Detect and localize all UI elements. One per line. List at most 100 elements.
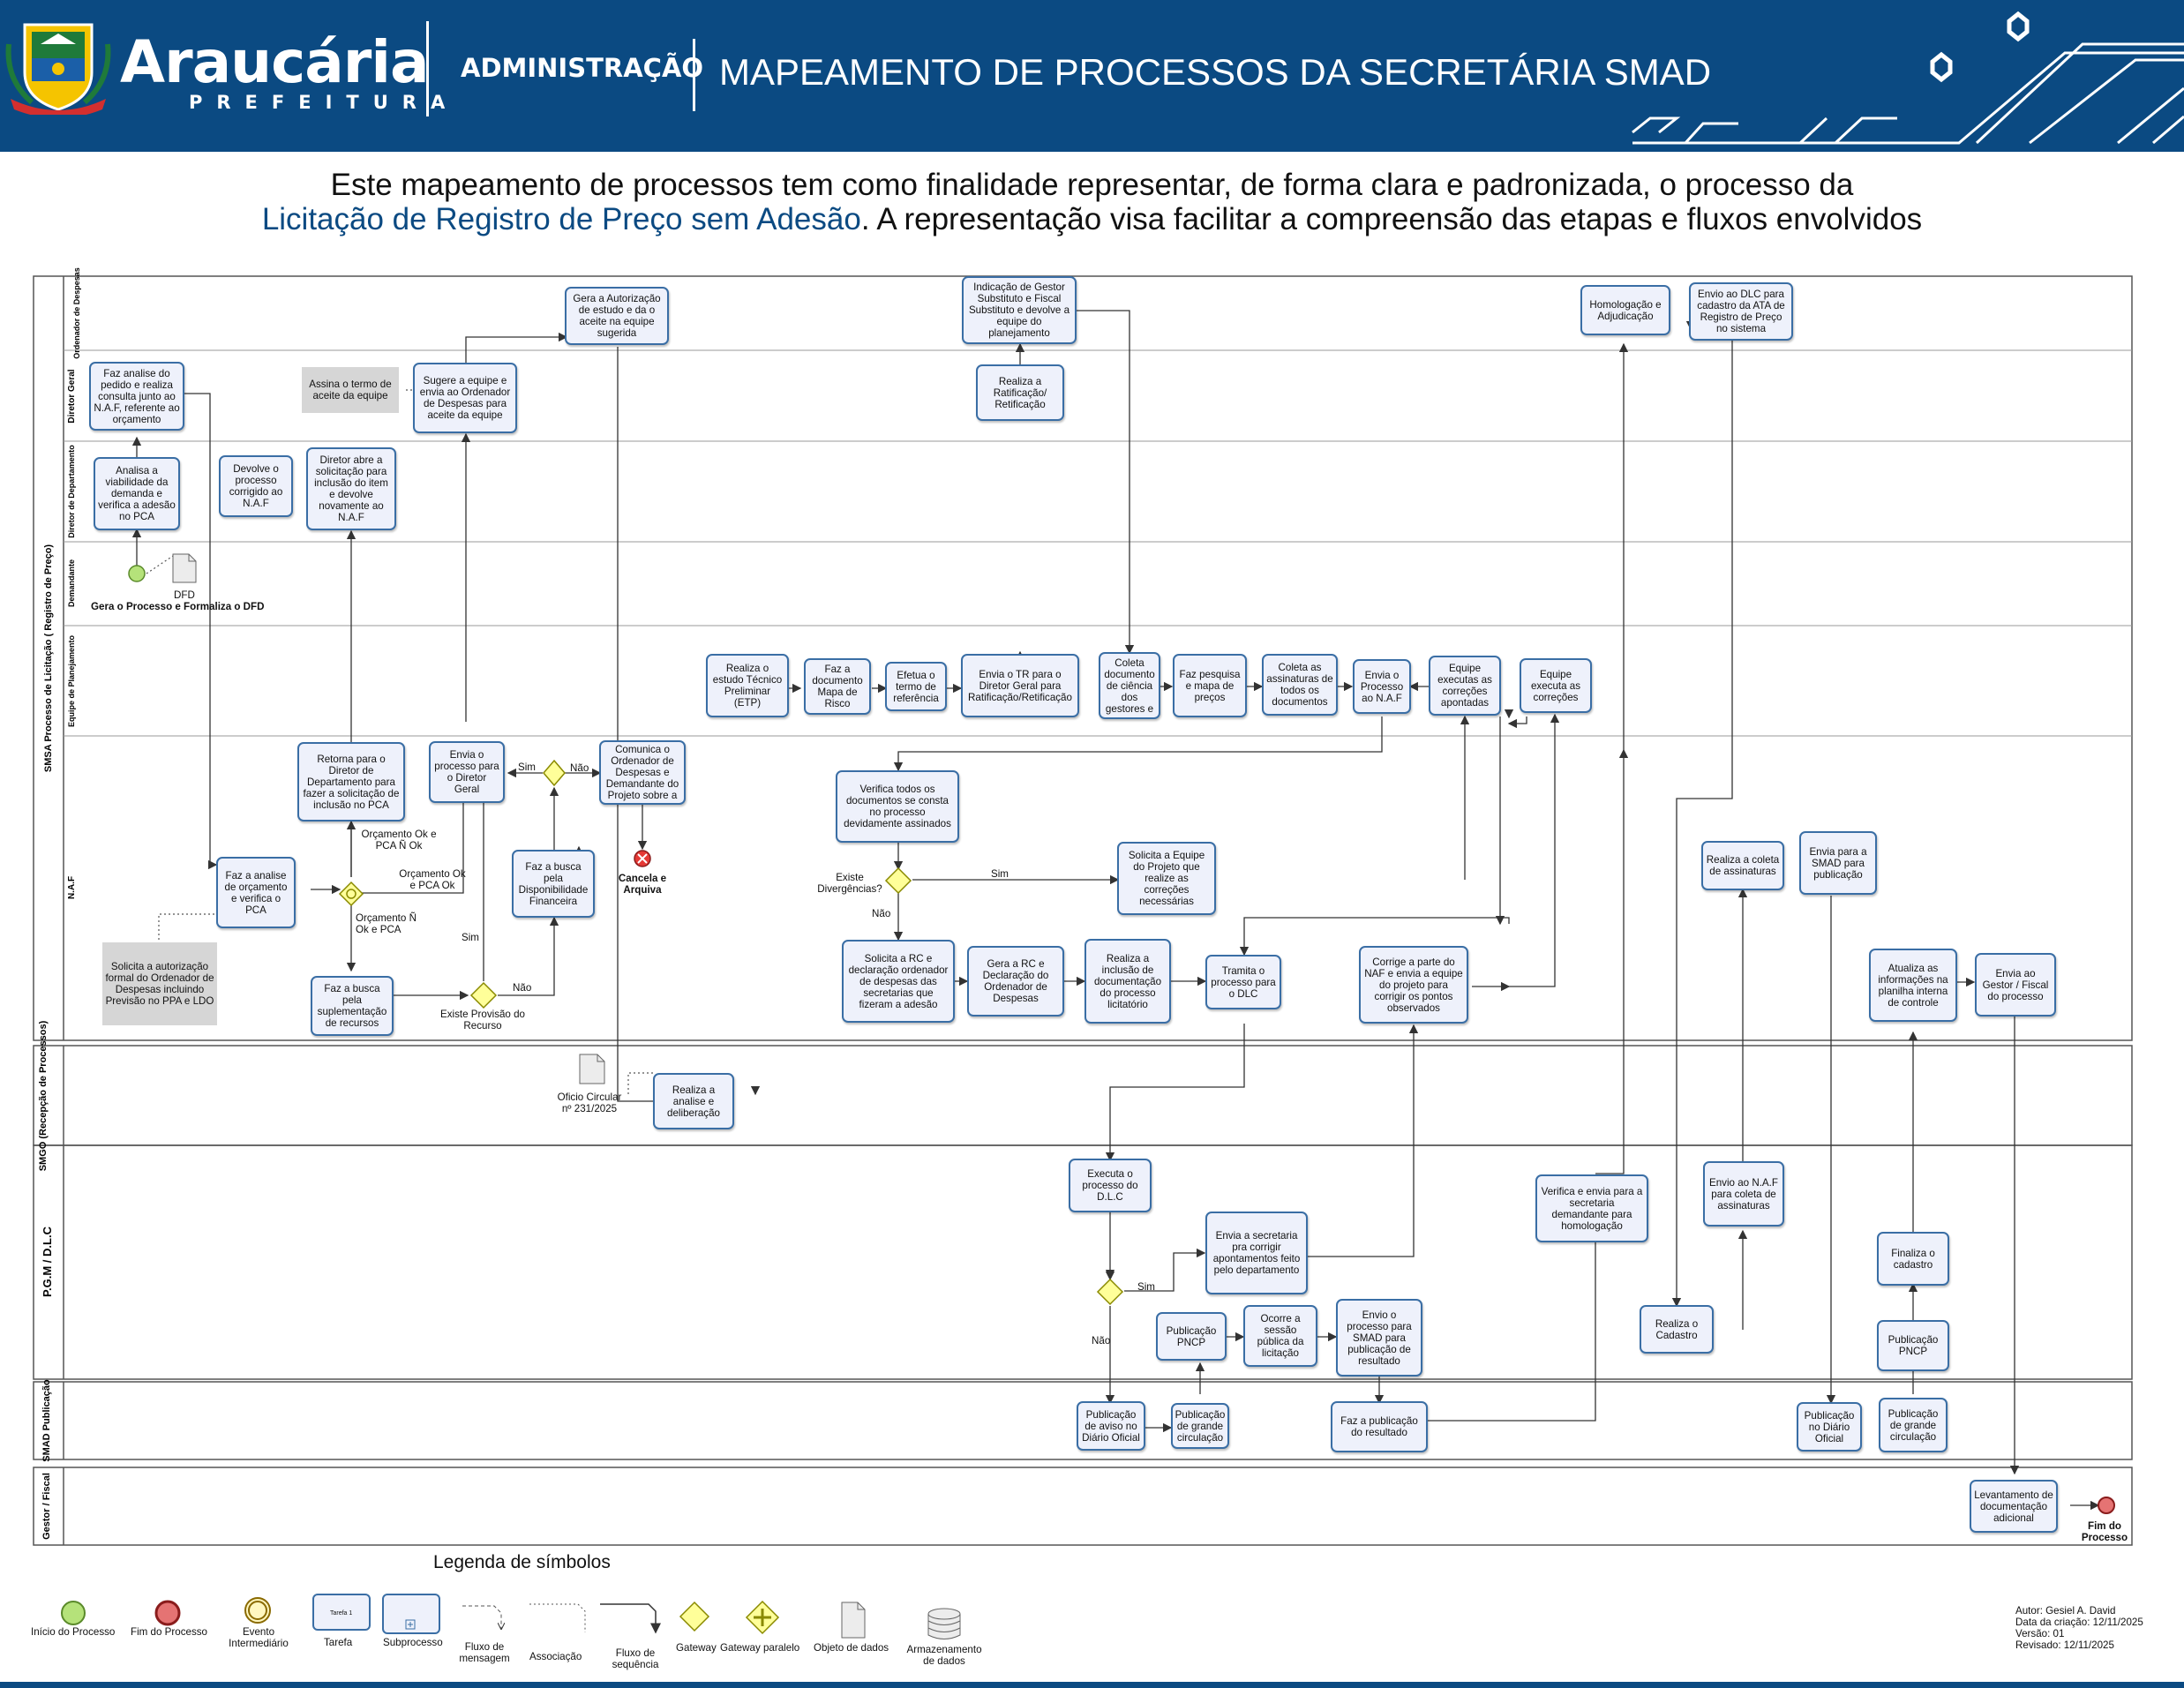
task-solicita-equipe[interactable]: Solicita a Equipe do Projeto que realize… — [1117, 842, 1216, 915]
label-sim-divergencias: Sim — [991, 868, 1009, 880]
header-decoration — [1632, 11, 2184, 145]
task-envio-naf-coleta[interactable]: Envio ao N.A.F para coleta de assinatura… — [1703, 1161, 1784, 1227]
label-orc-ok-pca-nok: Orçamento Ok e PCA Ñ Ok — [361, 829, 437, 852]
task-sugere-equipe[interactable]: Sugere a equipe e envia ao Ordenador de … — [413, 363, 517, 433]
task-realiza-inclusao[interactable]: Realiza a inclusão de documentação do pr… — [1084, 939, 1171, 1024]
task-retorna-diretor[interactable]: Retorna para o Diretor de Departamento p… — [297, 742, 405, 821]
gateway-orcamento-icon — [338, 881, 364, 907]
task-solicita-rc[interactable]: Solicita a RC e declaração ordenador de … — [842, 940, 955, 1023]
task-publicacao-aviso[interactable]: Publicação de aviso no Diário Oficial — [1077, 1401, 1145, 1451]
task-analisa-viabilidade[interactable]: Analisa a viabilidade da demanda e verif… — [94, 457, 180, 530]
task-realiza-coleta-assinaturas[interactable]: Realiza a coleta de assinaturas — [1701, 841, 1784, 890]
task-mapa-risco[interactable]: Faz a documento Mapa de Risco — [804, 658, 871, 715]
legend-label-gateway: Gateway — [676, 1642, 717, 1654]
task-faz-busca-suplementacao[interactable]: Faz a busca pela suplementação de recurs… — [311, 976, 394, 1036]
label-existe-divergencias: Existe Divergências? — [817, 872, 882, 895]
label-existe-provisao: Existe Provisão do Recurso — [439, 1009, 526, 1032]
header-divider — [693, 39, 695, 111]
dfd-data-object-icon — [172, 553, 197, 583]
task-publicacao-pncp-1[interactable]: Publicação PNCP — [1156, 1312, 1227, 1361]
intro-line-2-rest: . A representação visa facilitar a compr… — [860, 202, 1923, 236]
intro-highlight: Licitação de Registro de Preço sem Adesã… — [261, 202, 861, 236]
author-revised: Revisado: 12/11/2025 — [2015, 1639, 2114, 1651]
task-envia-secretaria[interactable]: Envia a secretaria pra corrigir apontame… — [1205, 1212, 1308, 1294]
task-gera-rc[interactable]: Gera a RC e Declaração do Ordenador de D… — [967, 946, 1064, 1017]
legend-label-fim: Fim do Processo — [131, 1626, 207, 1638]
task-diretor-abre[interactable]: Diretor abre a solicitação para inclusão… — [306, 447, 396, 530]
legend-association-icon — [529, 1603, 586, 1632]
label-dfd: DFD — [174, 589, 195, 601]
task-envia-gestor[interactable]: Envia ao Gestor / Fiscal do processo — [1975, 953, 2056, 1017]
task-realiza-ratificacao[interactable]: Realiza a Ratificação/ Retificação — [976, 364, 1064, 421]
label-nao-divergencias: Não — [872, 908, 891, 919]
task-faz-analise-pedido[interactable]: Faz analise do pedido e realiza consulta… — [89, 362, 184, 431]
task-envia-tr[interactable]: Envia o TR para o Diretor Geral para Rat… — [961, 654, 1079, 717]
task-equipe-executa-apontadas[interactable]: Equipe executas as correções apontadas — [1429, 656, 1501, 716]
legend-task-icon — [312, 1594, 371, 1631]
legend-label-gateway-paralelo: Gateway paralelo — [720, 1642, 800, 1654]
lane-label-ordenador: Ordenador de Despesas — [72, 267, 81, 359]
task-gera-autorizacao[interactable]: Gera a Autorização de estudo e da o acei… — [565, 287, 669, 345]
author-created: Data da criação: 12/11/2025 — [2015, 1617, 2143, 1628]
task-executa-dlc[interactable]: Executa o processo do D.L.C — [1069, 1159, 1152, 1212]
footer-bar — [0, 1682, 2184, 1688]
lane-label-diretor-geral: Diretor Geral — [67, 369, 77, 423]
task-envia-diretor-geral[interactable]: Envia o processo para o Diretor Geral — [429, 741, 505, 803]
task-atualiza-planilha[interactable]: Atualiza as informações na planilha inte… — [1869, 949, 1957, 1022]
task-corrige-naf[interactable]: Corrige a parte do NAF e envia a equipe … — [1359, 946, 1468, 1024]
gateway-provisao-icon — [543, 759, 566, 787]
legend-data-store-icon — [927, 1608, 961, 1639]
task-envia-naf[interactable]: Envia o Processo ao N.A.F — [1353, 659, 1411, 714]
task-equipe-executa[interactable]: Equipe executa as correções — [1520, 658, 1592, 713]
pool-label-pgm: P.G.M / D.L.C — [41, 1226, 54, 1297]
author-block: Autor: Gesiel A. David Data da criação: … — [2015, 1605, 2143, 1651]
brand-name: Araucária — [120, 28, 430, 96]
task-finaliza-cadastro[interactable]: Finaliza o cadastro — [1877, 1232, 1949, 1286]
legend-sequence-flow-icon — [600, 1603, 661, 1634]
task-ocorre-sessao[interactable]: Ocorre a sessão pública da licitação — [1243, 1305, 1317, 1367]
legend-label-fluxo-mensagem: Fluxo de mensagem — [459, 1641, 510, 1664]
label-start-event: Gera o Processo e Formaliza o DFD — [91, 601, 265, 612]
label-orc-ok-pca-ok: Orçamento Ok e PCA Ok — [399, 868, 466, 891]
legend-label-armazenamento: Armazenamento de dados — [906, 1644, 982, 1667]
header-section: ADMINISTRAÇÃO — [461, 53, 704, 83]
task-coleta-assinaturas[interactable]: Coleta as assinaturas de todos os docume… — [1262, 654, 1338, 716]
brand-subtitle: PREFEITURA — [189, 92, 460, 113]
task-indicacao-gestor[interactable]: Indicação de Gestor Substituto e Fiscal … — [962, 276, 1077, 344]
task-realiza-analise-smgo[interactable]: Realiza a analise e deliberação — [653, 1073, 734, 1129]
legend-label-associacao: Associação — [529, 1651, 582, 1662]
task-envio-smad-resultado[interactable]: Envio o processo para SMAD para publicaç… — [1336, 1299, 1422, 1377]
task-devolve-processo[interactable]: Devolve o processo corrigido ao N.A.F — [219, 455, 293, 517]
task-publicacao-pncp-2[interactable]: Publicação PNCP — [1877, 1320, 1949, 1371]
note-assina-termo: Assina o termo de aceite da equipe — [302, 367, 399, 413]
label-cancela: Cancela e Arquiva — [618, 873, 667, 896]
legend-message-flow-icon — [462, 1605, 501, 1629]
task-faz-publicacao-resultado[interactable]: Faz a publicação do resultado — [1331, 1401, 1428, 1452]
task-homologacao[interactable]: Homologação e Adjudicação — [1580, 285, 1670, 335]
legend-label-tarefa: Tarefa — [324, 1637, 353, 1648]
task-faz-busca-disponibilidade[interactable]: Faz a busca pela Disponibilidade Finance… — [512, 850, 595, 918]
task-comunica-ordenador[interactable]: Comunica o Ordenador de Despesas e Deman… — [599, 740, 686, 805]
task-levantamento[interactable]: Levantamento de documentação adicional — [1970, 1480, 2058, 1533]
task-realiza-cadastro[interactable]: Realiza o Cadastro — [1640, 1305, 1714, 1354]
task-publicacao-grande-1[interactable]: Publicação de grande circulação — [1171, 1403, 1229, 1449]
task-faz-analise-orcamento[interactable]: Faz a analise de orçamento e verifica o … — [216, 857, 296, 928]
task-verifica-envia[interactable]: Verifica e envia para a secretaria deman… — [1535, 1174, 1648, 1242]
legend-parallel-gateway-icon — [745, 1600, 780, 1635]
task-tramita-dlc[interactable]: Tramita o processo para o DLC — [1205, 955, 1281, 1009]
task-envia-smad[interactable]: Envia para a SMAD para publicação — [1799, 831, 1877, 895]
task-termo-referencia[interactable]: Efetua o termo de referência — [885, 662, 947, 711]
task-coleta-documento[interactable]: Coleta documento de ciência dos gestores… — [1099, 652, 1160, 719]
legend-title: Legenda de símbolos — [433, 1552, 611, 1572]
task-realiza-etp[interactable]: Realiza o estudo Técnico Preliminar (ETP… — [706, 654, 789, 717]
legend-label-evento: Evento Intermediário — [229, 1626, 289, 1649]
task-pesquisa-precos[interactable]: Faz pesquisa e mapa de preços — [1173, 654, 1247, 717]
task-publicacao-grande-2[interactable]: Publicação de grande circulação — [1879, 1398, 1948, 1452]
task-publicacao-diario[interactable]: Publicação no Diário Oficial — [1797, 1402, 1862, 1452]
task-envio-dlc-ata[interactable]: Envio ao DLC para cadastro da ATA de Reg… — [1689, 282, 1793, 341]
header-divider — [426, 21, 429, 116]
legend-subprocess-icon — [382, 1594, 440, 1634]
task-verifica-documentos[interactable]: Verifica todos os documentos se consta n… — [836, 770, 959, 843]
start-event-icon — [128, 565, 146, 582]
oficio-data-object-icon — [579, 1054, 605, 1084]
